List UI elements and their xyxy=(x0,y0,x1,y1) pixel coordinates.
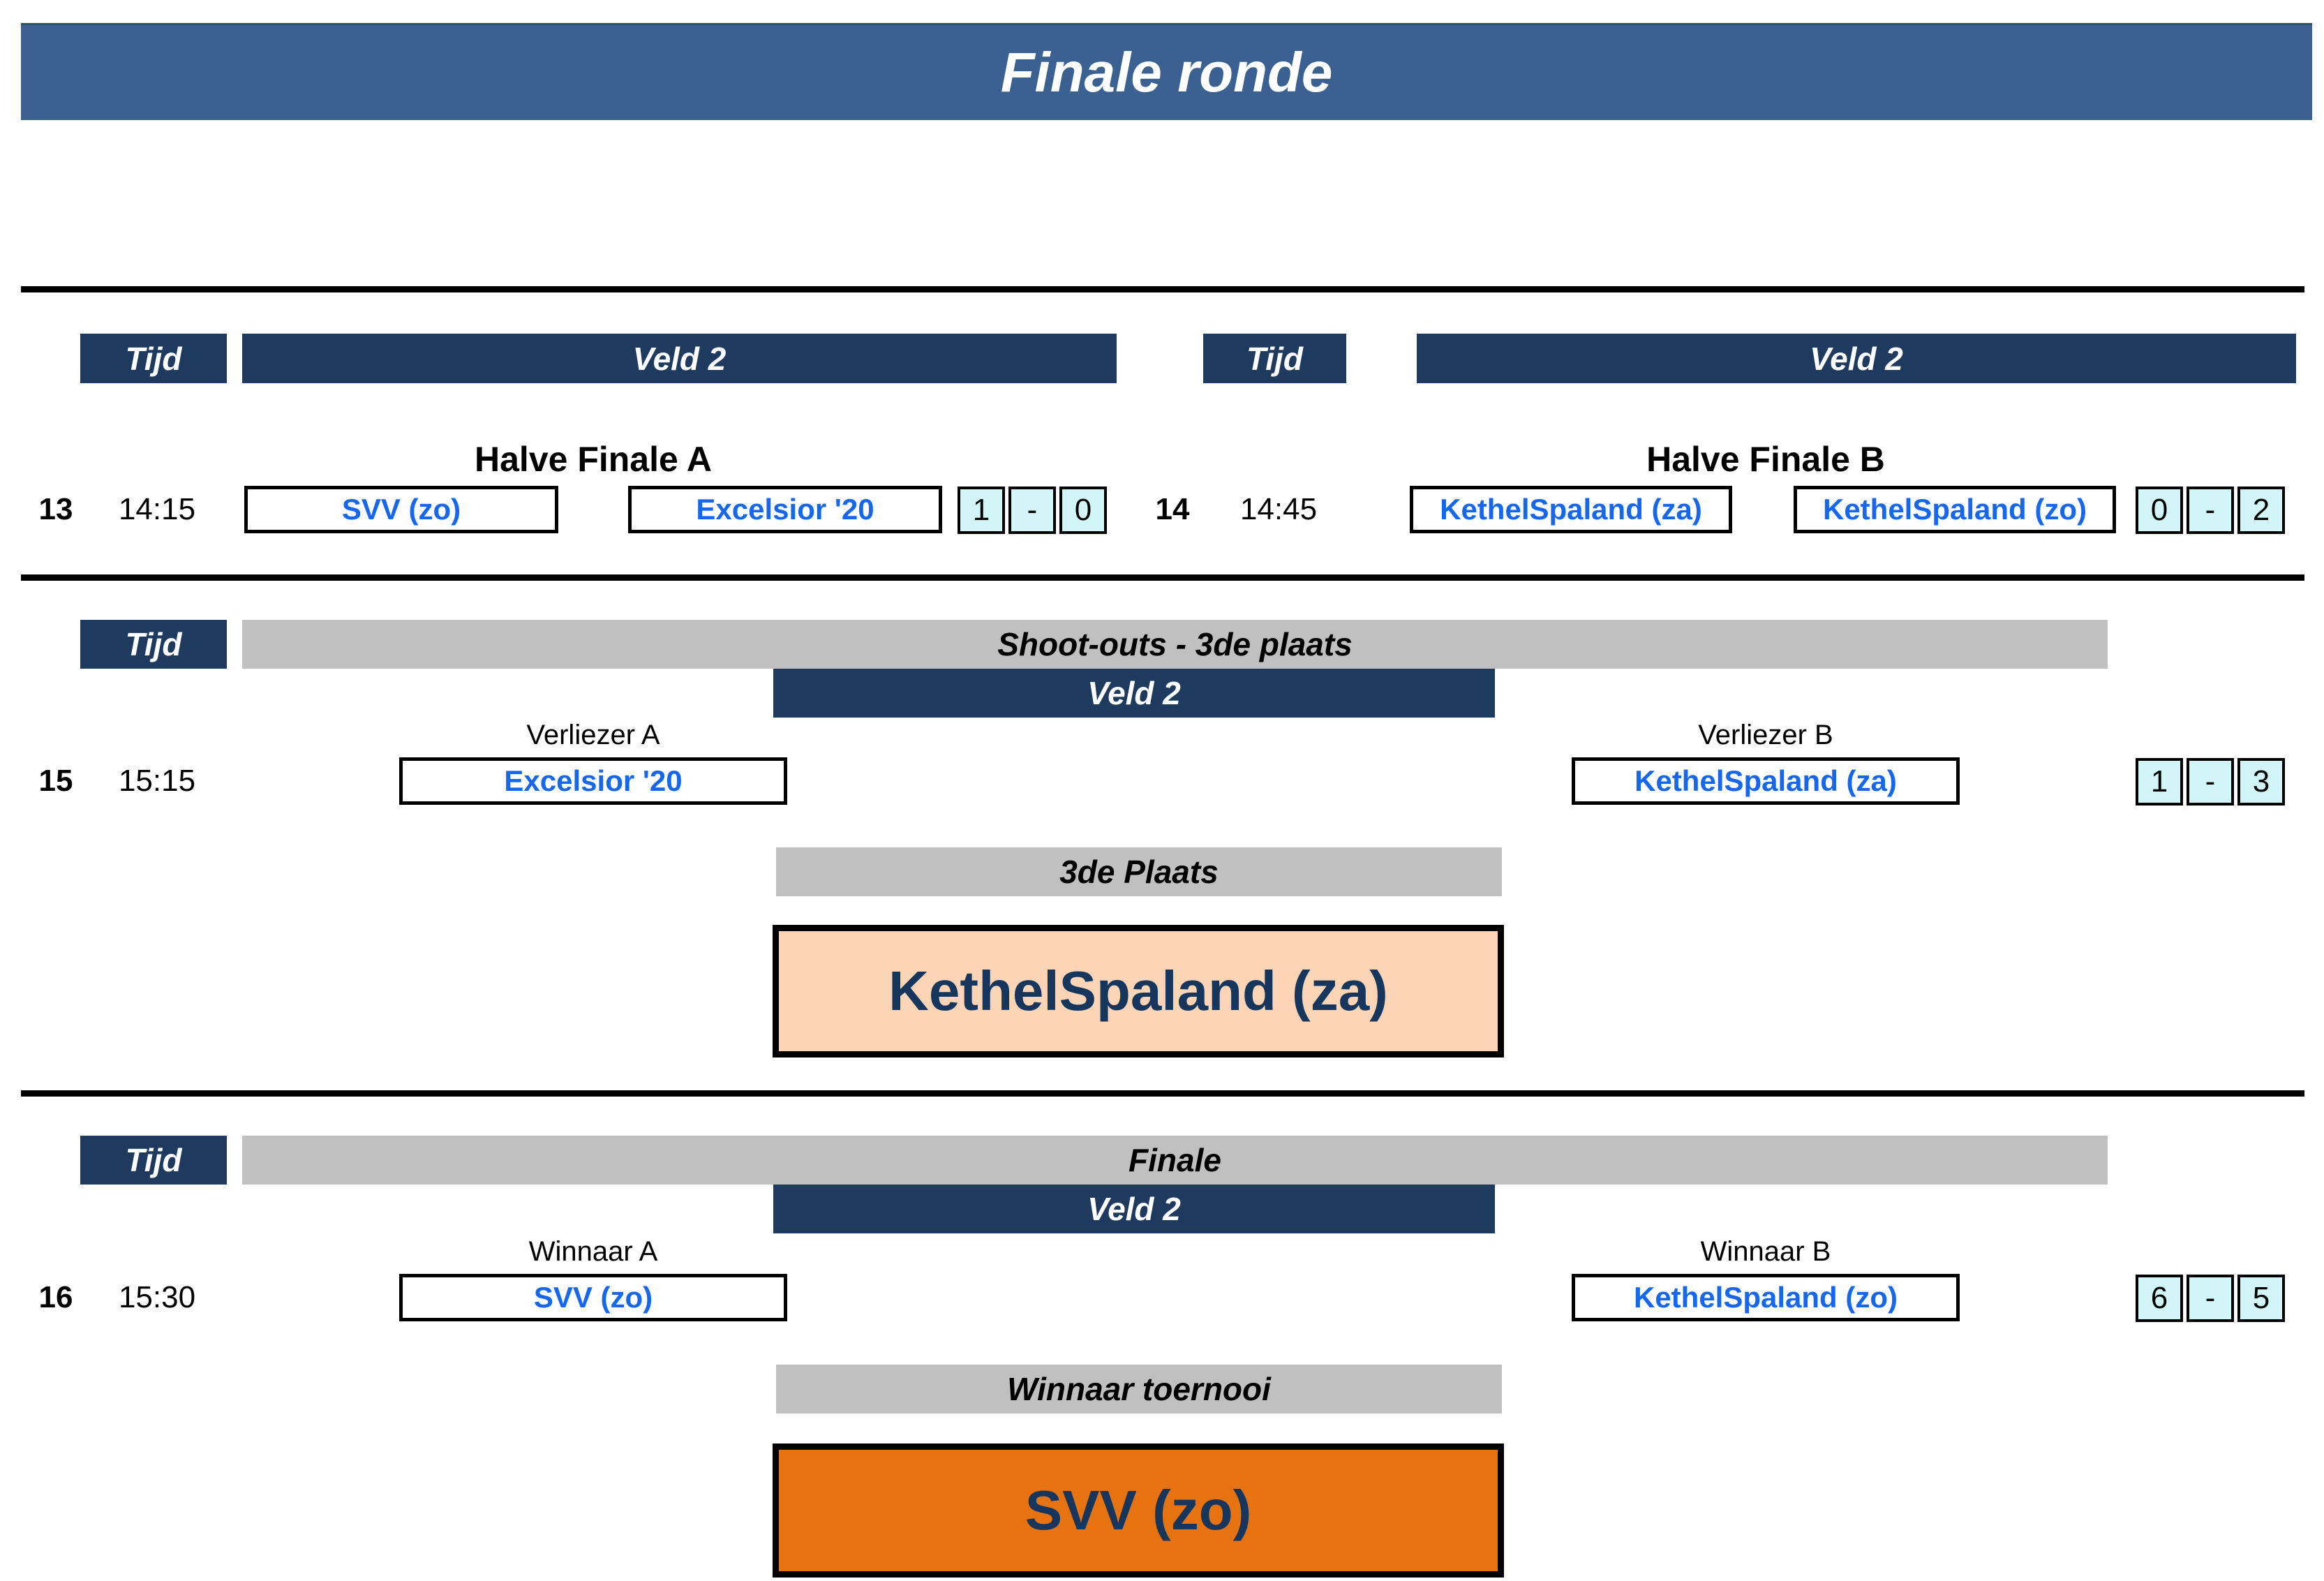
section-divider xyxy=(21,574,2304,581)
semi-b-kickoff-time: 14:45 xyxy=(1239,492,1318,526)
tournament-winner-header: Winnaar toernooi xyxy=(776,1365,1502,1413)
semi-a-kickoff-time: 14:15 xyxy=(118,492,196,526)
semi-a-score-home: 1 xyxy=(958,487,1005,534)
semi-b-match-number: 14 xyxy=(1155,492,1190,526)
semi-b-away-team: KethelSpaland (zo) xyxy=(1794,486,2116,533)
third-place-loser-b-label: Verliezer B xyxy=(1698,719,1833,750)
semi-a-stage-title: Halve Finale A xyxy=(475,440,712,479)
final-kickoff-time: 15:30 xyxy=(118,1280,196,1314)
third-place-stage-header: Shoot-outs - 3de plaats xyxy=(242,620,2108,669)
third-place-result-header: 3de Plaats xyxy=(776,847,1502,896)
final-score: 6 - 5 xyxy=(2136,1275,2285,1322)
final-winner-b-label: Winnaar B xyxy=(1700,1235,1831,1267)
semi-b-score-away: 2 xyxy=(2237,487,2285,534)
semi-a-away-team: Excelsior '20 xyxy=(628,486,942,533)
semi-a-score: 1 - 0 xyxy=(958,487,1107,534)
third-place-score-home: 1 xyxy=(2136,758,2183,806)
final-score-away: 5 xyxy=(2237,1275,2285,1322)
third-place-time-header: Tijd xyxy=(80,620,227,669)
semi-a-field-header: Veld 2 xyxy=(242,334,1117,383)
final-time-header: Tijd xyxy=(80,1136,227,1185)
semi-a-match-number: 13 xyxy=(38,492,73,526)
semi-a-score-away: 0 xyxy=(1059,487,1107,534)
semi-b-field-header: Veld 2 xyxy=(1417,334,2296,383)
final-field-header: Veld 2 xyxy=(773,1185,1495,1233)
third-place-match-number: 15 xyxy=(38,764,73,798)
final-stage-header: Finale xyxy=(242,1136,2108,1185)
semi-a-score-separator: - xyxy=(1008,487,1056,534)
third-place-score: 1 - 3 xyxy=(2136,758,2285,806)
final-winner-a-label: Winnaar A xyxy=(528,1235,658,1267)
third-place-field-header: Veld 2 xyxy=(773,669,1495,718)
semi-a-home-team: SVV (zo) xyxy=(244,486,558,533)
third-place-score-separator: - xyxy=(2187,758,2234,806)
semi-b-score: 0 - 2 xyxy=(2136,487,2285,534)
tournament-winner-box: SVV (zo) xyxy=(773,1443,1504,1578)
final-home-team: SVV (zo) xyxy=(399,1274,787,1321)
section-divider xyxy=(21,286,2304,292)
third-place-kickoff-time: 15:15 xyxy=(118,764,196,798)
final-score-home: 6 xyxy=(2136,1275,2183,1322)
page-title: Finale ronde xyxy=(1000,41,1333,103)
semi-a-time-header: Tijd xyxy=(80,334,227,383)
final-match-number: 16 xyxy=(38,1280,73,1314)
semi-b-score-home: 0 xyxy=(2136,487,2183,534)
semi-b-home-team: KethelSpaland (za) xyxy=(1410,486,1732,533)
third-place-home-team: Excelsior '20 xyxy=(399,757,787,805)
third-place-score-away: 3 xyxy=(2237,758,2285,806)
page-title-bar: Finale ronde xyxy=(21,23,2312,120)
third-place-loser-a-label: Verliezer A xyxy=(526,719,660,750)
semi-b-stage-title: Halve Finale B xyxy=(1646,440,1885,479)
final-away-team: KethelSpaland (zo) xyxy=(1572,1274,1960,1321)
third-place-away-team: KethelSpaland (za) xyxy=(1572,757,1960,805)
third-place-winner-box: KethelSpaland (za) xyxy=(773,925,1504,1057)
semi-b-score-separator: - xyxy=(2187,487,2234,534)
final-score-separator: - xyxy=(2187,1275,2234,1322)
section-divider xyxy=(21,1090,2304,1097)
semi-b-time-header: Tijd xyxy=(1203,334,1346,383)
